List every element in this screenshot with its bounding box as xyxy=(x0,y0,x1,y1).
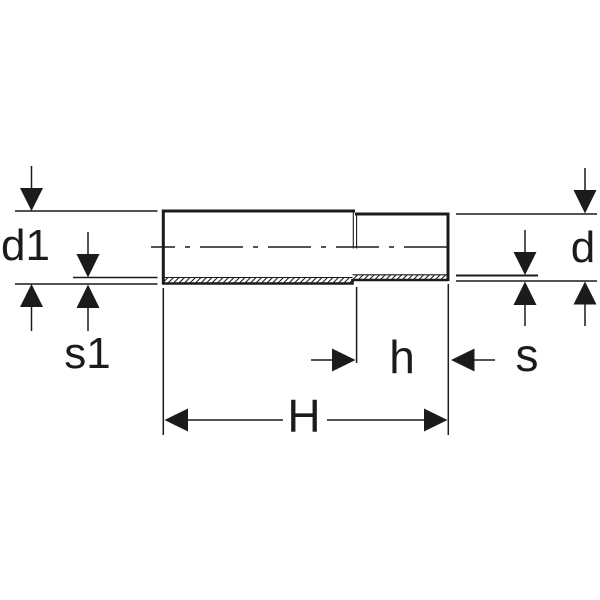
dimension-h: h xyxy=(311,331,495,383)
pipe-socket-outline xyxy=(161,209,355,284)
h-label: h xyxy=(389,331,415,383)
s1-label: s1 xyxy=(64,329,110,378)
s-arrow-down-icon xyxy=(513,252,537,275)
d-label: d xyxy=(571,223,595,272)
s1-arrow-down-icon xyxy=(76,254,100,278)
d-arrow-up-icon xyxy=(573,281,597,305)
d1-arrow-up-icon xyxy=(20,284,43,307)
d1-label: d1 xyxy=(1,221,50,270)
dimension-H: H xyxy=(164,390,448,442)
dimension-s: s xyxy=(513,230,539,381)
d-arrow-down-icon xyxy=(573,190,597,214)
H-label: H xyxy=(287,390,320,442)
d1-arrow-down-icon xyxy=(20,188,43,211)
h-arrow-left-icon xyxy=(451,348,475,372)
s-label: s xyxy=(516,329,539,381)
pipe-spigot-outline xyxy=(355,212,450,281)
wall-hatch-right xyxy=(352,274,448,280)
H-arrow-right-icon xyxy=(424,408,448,432)
s-arrow-up-icon xyxy=(513,281,537,305)
dimension-s1: s1 xyxy=(64,232,111,378)
reference-lines xyxy=(15,210,597,435)
dimension-d1: d1 xyxy=(1,166,50,331)
s1-arrow-up-icon xyxy=(76,284,100,308)
h-arrow-right-icon xyxy=(332,348,356,372)
pipe-body xyxy=(151,209,457,285)
H-arrow-left-icon xyxy=(164,408,188,432)
dimension-d: d xyxy=(571,168,597,326)
wall-hatch-left xyxy=(164,277,353,284)
